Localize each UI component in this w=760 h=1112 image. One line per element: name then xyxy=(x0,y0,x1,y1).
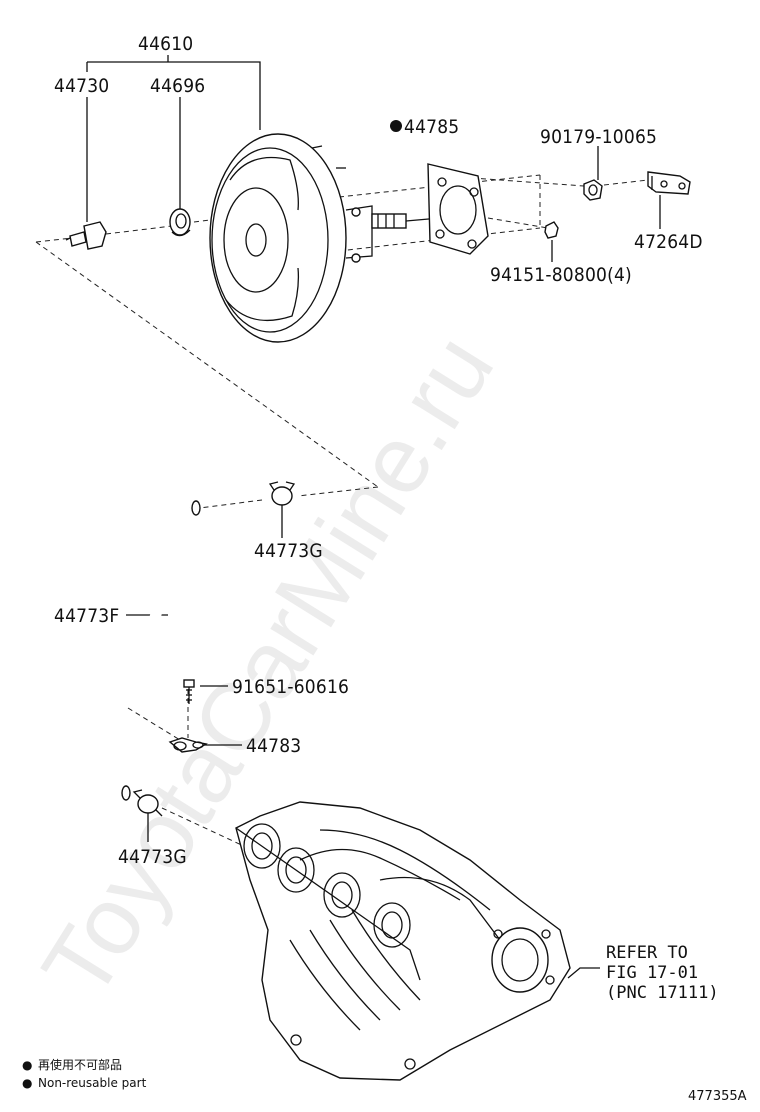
grommet xyxy=(169,208,191,237)
bolt-91651 xyxy=(183,679,195,704)
legend-text-en: Non-reusable part xyxy=(38,1076,147,1090)
refer-line-2: FIG 17-01 xyxy=(606,963,698,983)
vacuum-hose xyxy=(94,500,201,801)
callout-44730: 44730 xyxy=(54,75,109,97)
refer-line-1: REFER TO xyxy=(606,943,688,963)
refer-line-3: (PNC 17111) xyxy=(606,983,719,1003)
non-reusable-marker xyxy=(390,120,402,132)
figure-code: 477355A xyxy=(688,1089,747,1104)
legend-text-jp: 再使用不可部品 xyxy=(38,1057,122,1072)
legend-bullet-1: ● xyxy=(22,1058,32,1072)
callout-44773g-upper: 44773G xyxy=(254,540,323,562)
gasket xyxy=(427,163,489,255)
brake-booster xyxy=(209,133,441,343)
legend-bullet-2: ● xyxy=(22,1076,32,1090)
callout-94151-80800: 94151-80800(4) xyxy=(490,264,632,286)
clamp-upper xyxy=(268,481,296,506)
callout-44696: 44696 xyxy=(150,75,205,97)
nut-94151 xyxy=(544,221,559,239)
clip-44783 xyxy=(168,737,208,753)
clevis xyxy=(647,171,691,195)
callout-44783: 44783 xyxy=(246,735,301,757)
intake-manifold xyxy=(235,801,571,1081)
callout-44785: 44785 xyxy=(404,116,459,138)
callout-44773g-lower: 44773G xyxy=(118,846,187,868)
nut-90179 xyxy=(583,179,603,201)
clamp-lower xyxy=(132,789,163,817)
callout-47264d: 47264D xyxy=(634,231,703,253)
callout-44773f: 44773F xyxy=(54,605,119,627)
callout-90179-10065: 90179-10065 xyxy=(540,126,657,148)
callout-91651-60616: 91651-60616 xyxy=(232,676,349,698)
check-valve xyxy=(65,221,107,250)
callout-44610: 44610 xyxy=(138,33,193,55)
